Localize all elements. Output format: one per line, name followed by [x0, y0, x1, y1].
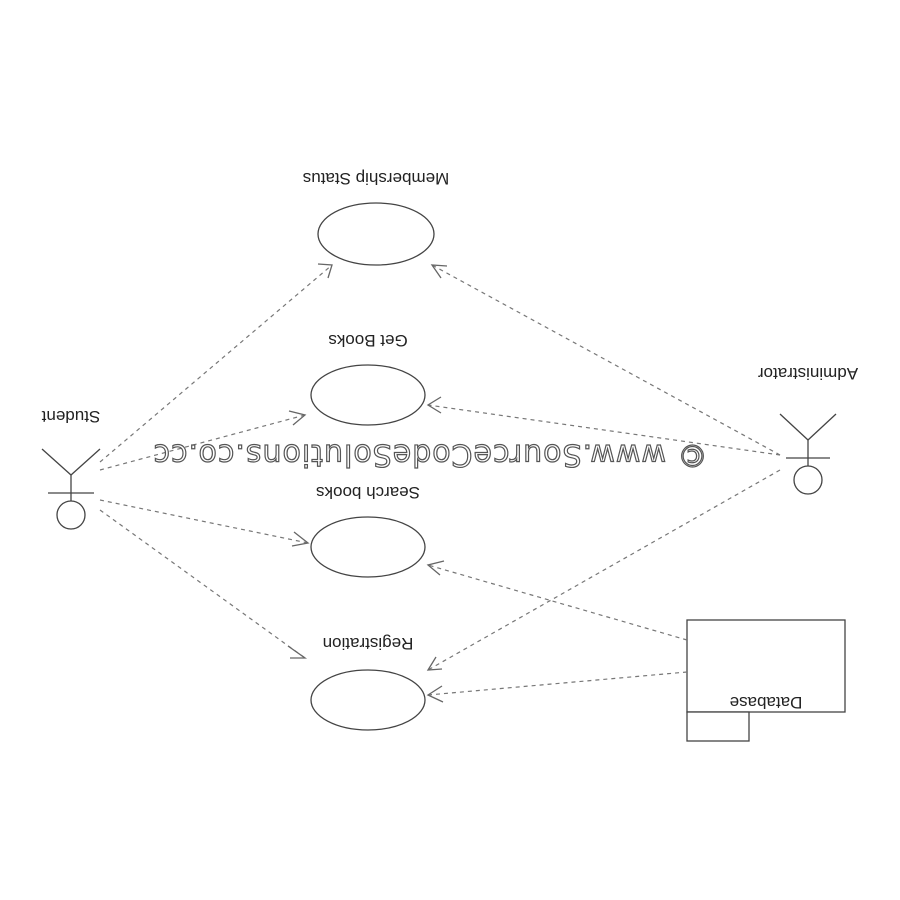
component-database[interactable]: Database	[686, 619, 846, 742]
arrowhead-icon	[291, 531, 310, 547]
arrowhead-icon	[287, 645, 308, 659]
arrowhead-icon	[426, 396, 442, 414]
actor-leg-right	[70, 448, 101, 476]
association-admin-membership	[431, 264, 781, 456]
arrowheads	[287, 263, 448, 703]
use-case-ellipse	[310, 516, 426, 578]
association-admin-registration	[427, 469, 781, 671]
association-student-search-books	[99, 499, 309, 544]
watermark-text: © www.SourceCodeSolutions.co.cc	[153, 437, 708, 472]
component-box	[686, 619, 846, 713]
component-tab	[686, 711, 750, 742]
association-admin-get-books	[427, 404, 781, 456]
use-case-label: Search books	[316, 483, 420, 502]
actor-head	[793, 465, 823, 495]
actor-label: Administrator	[758, 364, 858, 383]
actor-administrator[interactable]: Administrator	[758, 364, 858, 495]
actor-student[interactable]: Student	[41, 407, 101, 530]
use-case-ellipse	[317, 202, 435, 266]
use-case-ellipse	[310, 364, 426, 426]
arrowhead-icon	[426, 560, 445, 576]
actor-leg-left	[41, 448, 72, 476]
association-database-registration	[427, 671, 688, 696]
actor-leg-left	[779, 413, 809, 441]
actor-label: Student	[41, 407, 100, 426]
arrowhead-icon	[426, 685, 444, 703]
use-case-membership-status[interactable]: Membership Status	[303, 169, 449, 266]
arrowhead-icon	[426, 656, 443, 671]
use-case-registration[interactable]: Registration	[310, 634, 426, 731]
component-label: Database	[730, 693, 803, 712]
arrowhead-icon	[430, 264, 448, 279]
associations	[99, 264, 781, 696]
use-case-ellipse	[310, 669, 426, 731]
association-database-search-books	[427, 564, 688, 641]
association-student-get-books	[99, 414, 306, 471]
association-student-membership	[99, 264, 333, 463]
use-case-get-books[interactable]: Get Books	[310, 331, 426, 426]
actor-leg-right	[807, 413, 837, 441]
arrowhead-icon	[288, 410, 307, 426]
use-case-label: Registration	[323, 634, 414, 653]
use-case-search-books[interactable]: Search books	[310, 483, 426, 578]
arrowhead-icon	[317, 263, 333, 279]
association-student-registration	[99, 509, 306, 659]
use-case-label: Membership Status	[303, 169, 449, 188]
actor-head	[56, 500, 86, 530]
use-case-label: Get Books	[328, 331, 407, 350]
